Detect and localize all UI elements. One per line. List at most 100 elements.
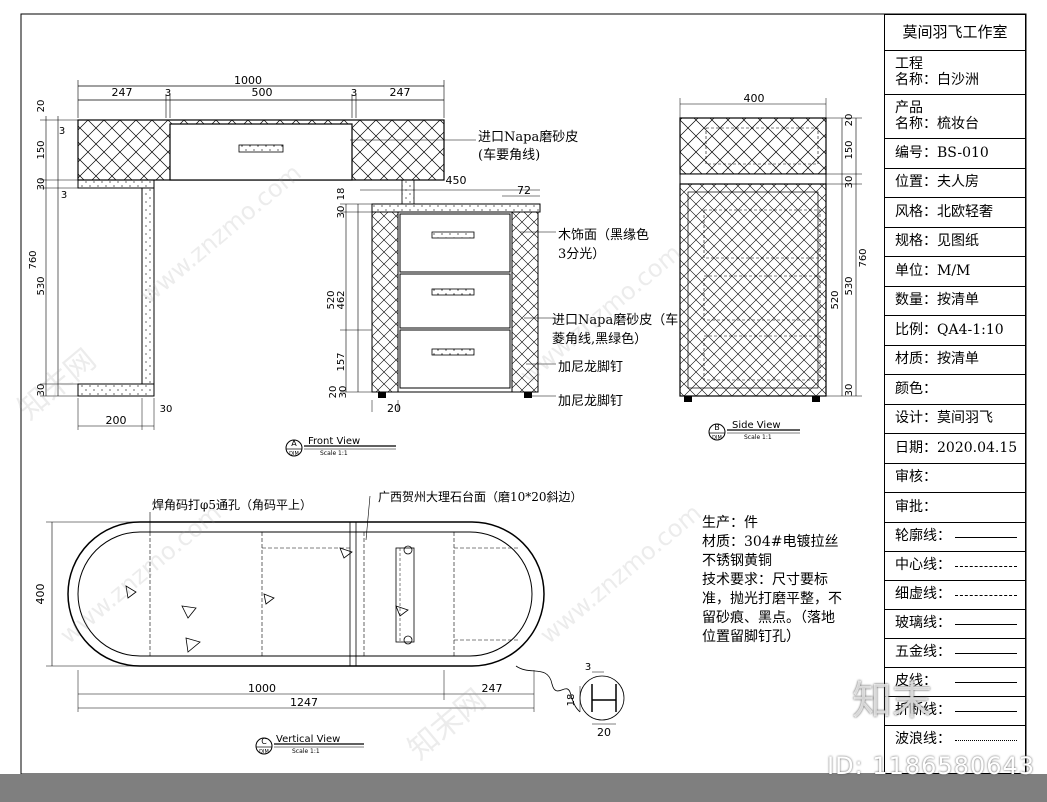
title-block-row: 设计：莫间羽飞 [885,405,1025,434]
dim-front-left-30b: 30 [36,384,47,397]
title-block-label: 工程 [895,56,923,73]
side-view-title: Side View [732,420,781,431]
title-block-studio: 莫间羽飞工作室 [885,15,1025,51]
dim-section-18: 18 [336,188,347,201]
dim-front-drawer: 500 [252,86,273,99]
title-block-row: 材质：按清单 [885,346,1025,375]
title-block-label: 产品 [895,100,923,117]
vertical-view-title: Vertical View [276,734,340,745]
vertical-view-circle-sub: DIM [259,749,269,755]
image-id: ID: 1186580643 [827,752,1035,780]
dim-top-247: 247 [482,682,503,695]
title-block-value: 莫间羽飞 [937,410,993,427]
dim-detail-3: 3 [585,662,591,673]
dim-front-bottom-30: 30 [160,404,173,415]
title-block-value: 夫人房 [937,174,979,191]
title-block-row: 单位：M/M [885,257,1025,287]
note-nylon-nail-1: 加尼龙脚钉 [558,360,624,375]
title-block-row: 审核： [885,464,1025,493]
front-view-circle-letter: A [291,439,297,448]
legend-row: 中心线： [885,552,1025,581]
title-block-label: 设计： [895,410,937,427]
title-block-label: 规格： [895,233,937,250]
front-view-drawing [40,80,445,430]
title-block-value: M/M [937,262,971,279]
front-view-label-graphic [285,439,396,457]
title-block-row: 位置：夫人房 [885,169,1025,198]
note-section-napa: 进口Napa磨砂皮（车 [552,313,679,328]
dim-section-450: 450 [446,174,467,187]
title-block-label: 位置： [895,174,937,191]
front-view-scale: Scale 1:1 [320,450,348,457]
title-block-row: 日期：2020.04.15 [885,434,1025,464]
title-block-label: 单位： [895,262,937,279]
dim-detail-18: 18 [566,694,577,707]
side-view-label-graphic [708,423,800,441]
dim-side-20: 20 [844,114,855,127]
title-block-value: 见图纸 [937,233,979,250]
note-wood-veneer: 木饰面（黑缘色 [558,228,650,243]
dim-section-30: 30 [336,206,347,219]
dim-side-30: 30 [844,176,855,189]
dim-top-1000: 1000 [248,682,276,695]
note-wood-veneer-2: 3分光） [558,247,606,262]
title-block-value: 名称：梳妆台 [895,115,979,132]
dim-detail-20: 20 [597,726,611,739]
legend-label: 波浪线： [895,731,951,748]
dim-section-20: 20 [328,386,339,399]
dim-front-left-150: 150 [36,140,47,159]
title-block-row: 规格：见图纸 [885,228,1025,257]
note-front-napa: 进口Napa磨砂皮 [478,130,579,145]
dim-side-520: 520 [830,290,841,309]
title-block-value: QA4-1:10 [937,321,1004,338]
title-block-label: 审核： [895,469,937,486]
dim-front-left-panel: 247 [112,86,133,99]
dim-front-gap-right: 3 [351,88,357,99]
dim-section-30b: 30 [338,386,349,399]
title-block-row: 审批： [885,493,1025,523]
legend-row: 轮廓线： [885,523,1025,552]
dim-front-left-30: 30 [36,178,47,191]
dim-section-520: 520 [326,290,337,309]
legend-row: 波浪线： [885,726,1025,755]
legend-line-sample [955,710,1017,712]
note-marble-top: 广西贺州大理石台面（磨10*20斜边） [378,490,583,504]
title-block-row: 编号：BS-010 [885,139,1025,169]
legend-row: 五金线： [885,639,1025,668]
dim-side-760: 760 [858,248,869,267]
dim-section-157: 157 [336,352,347,371]
legend-label: 玻璃线： [895,614,951,631]
title-block-row: 工程名称：白沙洲 [885,51,1025,95]
brand-mark: 知末 [852,678,932,724]
dim-front-left-3: 3 [59,126,65,137]
dim-front-width-total: 1000 [234,74,262,87]
legend-row: 玻璃线： [885,610,1025,639]
dim-section-462: 462 [336,290,347,309]
title-block-label: 比例： [895,321,937,338]
note-nylon-nail-2: 加尼龙脚钉 [558,394,624,409]
legend-line-sample [955,681,1017,683]
vertical-view-circle-letter: C [261,737,267,746]
vertical-view-drawing [46,495,625,725]
vertical-view-scale: Scale 1:1 [292,748,320,755]
legend-label: 中心线： [895,556,951,573]
dim-section-72: 72 [517,184,531,197]
title-block-label: 数量： [895,292,937,309]
dim-top-400: 400 [34,584,47,605]
studio-name: 莫间羽飞工作室 [902,23,1008,42]
dim-front-right-panel: 247 [390,86,411,99]
dim-front-gap-left: 3 [165,88,171,99]
side-view-circle-letter: B [714,423,720,432]
title-block-row: 产品名称：梳妆台 [885,95,1025,139]
dim-front-left-3b: 3 [61,190,67,201]
front-view-circle-sub: DIM [289,451,299,457]
vertical-view-label-graphic [255,737,364,755]
side-view-drawing [679,98,862,402]
title-block-label: 风格： [895,203,937,220]
legend-line-sample [955,594,1017,596]
title-block-row: 比例：QA4-1:10 [885,316,1025,346]
title-block-label: 审批： [895,498,937,515]
drawer-unit-drawing [340,139,556,412]
